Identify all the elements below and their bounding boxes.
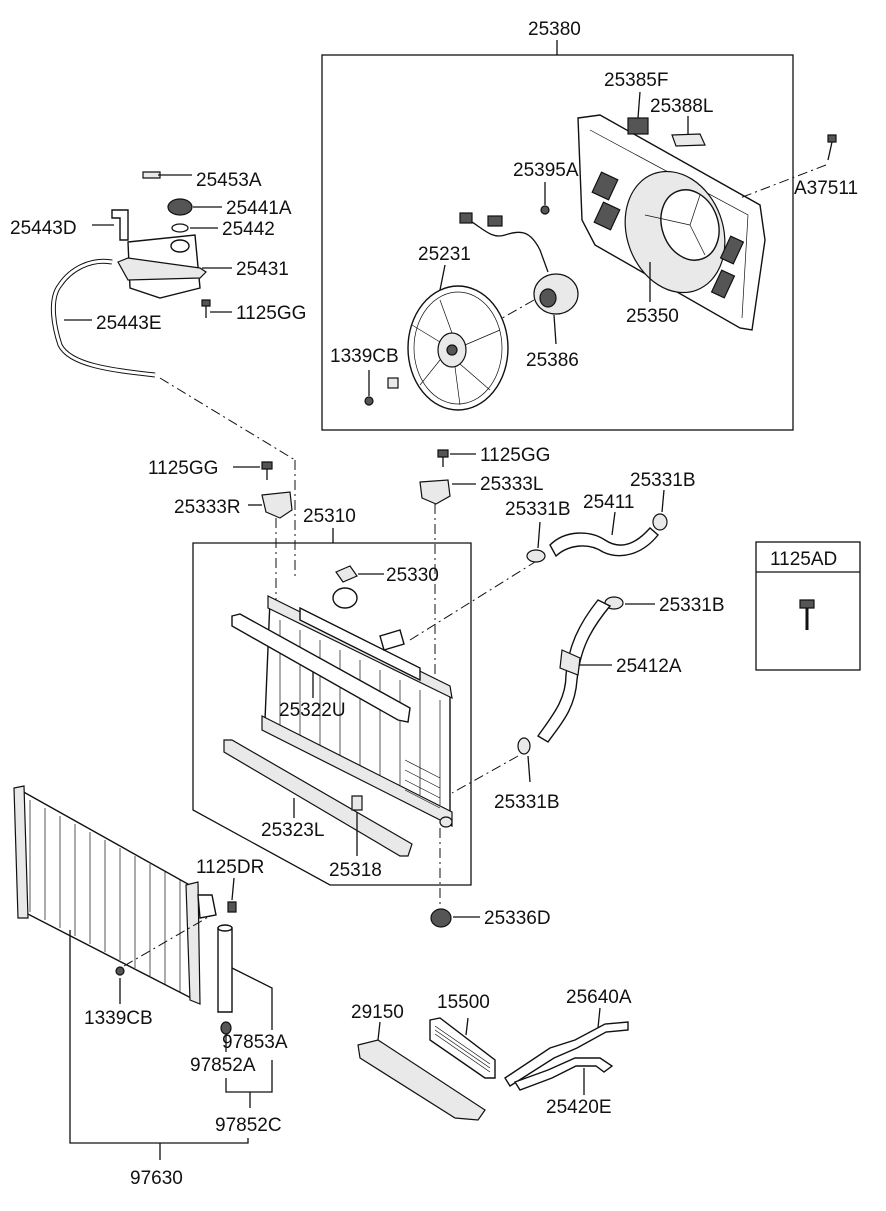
label-25453A[interactable]: 25453A	[196, 170, 262, 191]
label-1125GG-left[interactable]: 1125GG	[148, 458, 218, 479]
label-1125GG-reservoir[interactable]: 1125GG	[236, 303, 306, 324]
reservoir-o-ring[interactable]	[171, 223, 218, 233]
label-97852C[interactable]: 97852C	[215, 1115, 282, 1136]
radiator-group-frame	[192, 542, 472, 886]
label-25331B-c[interactable]: 25331B	[659, 595, 725, 616]
label-25331B-d[interactable]: 25331B	[494, 792, 560, 813]
lower-hose-clamp-bottom[interactable]	[451, 737, 531, 794]
drain-plug[interactable]	[351, 795, 363, 856]
reservoir-tank[interactable]	[117, 234, 232, 299]
shroud-label-tag[interactable]	[671, 116, 706, 147]
label-97630[interactable]: 97630	[130, 1168, 183, 1189]
radiator-group: 25310 1125GG 25333R 1125GG 25333L	[148, 445, 550, 886]
label-25323L[interactable]: 25323L	[261, 820, 324, 841]
label-25412A[interactable]: 25412A	[616, 656, 682, 677]
label-25388L[interactable]: 25388L	[650, 96, 713, 117]
reservoir-group: 25453A 25441A 25442 25443D 25431	[10, 170, 306, 578]
upper-hose-clamp-2[interactable]	[652, 489, 668, 531]
lower-hose-clamp-top[interactable]	[604, 596, 655, 610]
label-25443E[interactable]: 25443E	[96, 313, 162, 334]
left-mount-bracket[interactable]	[248, 491, 293, 600]
fan-shroud[interactable]	[577, 114, 766, 331]
label-25330[interactable]: 25330	[386, 565, 439, 586]
fan-nut[interactable]	[364, 370, 399, 406]
label-25385F[interactable]: 25385F	[604, 70, 668, 91]
reservoir-cap[interactable]	[167, 198, 222, 216]
label-25431[interactable]: 25431	[236, 259, 289, 280]
right-bracket-bolt[interactable]	[437, 449, 476, 467]
oil-cooler-bracket[interactable]	[357, 1021, 486, 1121]
label-25640A[interactable]: 25640A	[566, 987, 632, 1008]
fan-connector[interactable]	[627, 91, 649, 135]
label-25350[interactable]: 25350	[626, 306, 679, 327]
upper-radiator-hose[interactable]	[549, 511, 659, 558]
label-25443D[interactable]: 25443D	[10, 218, 77, 239]
oil-cooler-hose-lower[interactable]	[513, 1057, 614, 1095]
right-mount-bracket[interactable]	[419, 479, 476, 680]
label-25310[interactable]: 25310	[303, 506, 356, 527]
label-A37511[interactable]: A37511	[794, 178, 858, 199]
label-25336D[interactable]: 25336D	[484, 908, 551, 929]
label-25386[interactable]: 25386	[526, 350, 579, 371]
lower-radiator-hose[interactable]	[536, 599, 612, 743]
condenser-bolt[interactable]	[227, 877, 237, 913]
label-1125AD[interactable]: 1125AD	[770, 549, 837, 570]
bolt-1125AD-box: 1125AD	[755, 541, 861, 671]
label-29150[interactable]: 29150	[351, 1002, 404, 1023]
label-25395A[interactable]: 25395A	[513, 160, 579, 181]
fan-assembly-group: 25380 25385F 25388L	[321, 19, 858, 431]
label-1125GG-right[interactable]: 1125GG	[480, 445, 550, 466]
drier-cap[interactable]	[220, 1021, 232, 1052]
label-1339CB-top[interactable]: 1339CB	[330, 346, 399, 367]
bolt-1125AD-icon	[799, 599, 815, 630]
label-25331B-a[interactable]: 25331B	[505, 499, 571, 520]
label-25420E[interactable]: 25420E	[546, 1097, 612, 1118]
oil-cooler[interactable]	[429, 1017, 496, 1079]
label-25322U[interactable]: 25322U	[279, 700, 346, 721]
lower-mount-insulator[interactable]	[430, 828, 480, 928]
left-bracket-bolt[interactable]	[233, 461, 273, 480]
hose-group: 25331B 25411 25331B 25331B 25412A 25331B	[409, 470, 725, 813]
shroud-screw[interactable]	[540, 182, 550, 215]
label-1339CB-bottom[interactable]: 1339CB	[84, 1008, 153, 1029]
label-25318[interactable]: 25318	[329, 860, 382, 881]
fan-motor[interactable]	[489, 273, 579, 345]
overflow-hose[interactable]	[92, 209, 129, 241]
label-25442[interactable]: 25442	[222, 219, 275, 240]
label-15500[interactable]: 15500	[437, 992, 490, 1013]
label-25441A[interactable]: 25441A	[226, 198, 292, 219]
label-25411[interactable]: 25411	[583, 492, 634, 513]
reservoir-hose[interactable]	[50, 258, 156, 378]
condenser[interactable]	[13, 785, 217, 1005]
lower-air-guard[interactable]	[223, 739, 413, 857]
label-25333L[interactable]: 25333L	[480, 474, 543, 495]
fan-blade[interactable]	[407, 264, 509, 411]
condenser-nut[interactable]	[115, 966, 125, 1004]
shroud-bolt[interactable]	[739, 134, 837, 199]
label-25231[interactable]: 25231	[418, 244, 471, 265]
receiver-drier[interactable]	[217, 924, 273, 1030]
radiator-label-tag[interactable]	[335, 565, 384, 583]
oil-cooler-hose-upper[interactable]	[504, 1007, 629, 1087]
label-25333R[interactable]: 25333R	[174, 497, 241, 518]
label-97852A[interactable]: 97852A	[190, 1055, 256, 1076]
upper-hose-clamp[interactable]	[526, 521, 546, 563]
label-97853A[interactable]: 97853A	[222, 1032, 288, 1053]
label-1125DR[interactable]: 1125DR	[196, 857, 264, 878]
oil-cooler-group: 29150 15500 25640A 25420E	[351, 987, 632, 1121]
upper-air-guard[interactable]	[231, 613, 411, 723]
reservoir-bolt[interactable]	[201, 299, 232, 318]
label-25380[interactable]: 25380	[528, 19, 581, 40]
condenser-group: 1125DR 1339CB 97853A 97852A 97852C 97630	[13, 785, 288, 1189]
label-25331B-b[interactable]: 25331B	[630, 470, 696, 491]
